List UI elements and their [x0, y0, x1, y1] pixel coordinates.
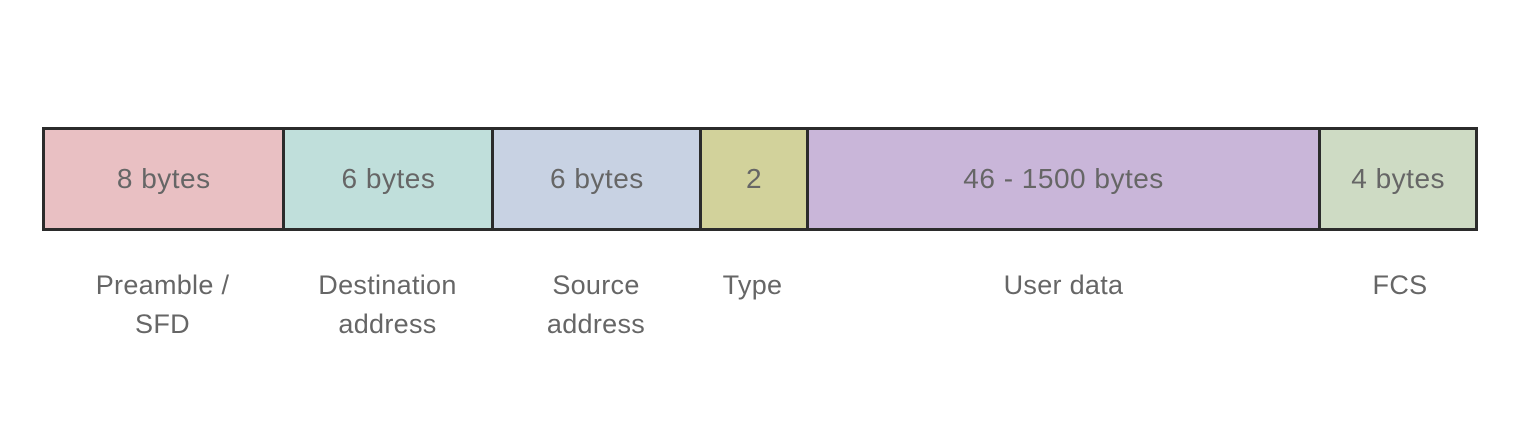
segment-source-address: 6 bytes [494, 130, 703, 228]
segment-size-user-data: 46 - 1500 bytes [963, 163, 1164, 194]
frame-bar: 8 bytes 6 bytes 6 bytes 2 46 - 1500 byte… [42, 127, 1478, 231]
segment-preamble-sfd: 8 bytes [45, 130, 286, 228]
segment-label-destination-address: Destination address [318, 270, 457, 340]
segment-destination-address: 6 bytes [285, 130, 495, 228]
segment-size-type: 2 [746, 163, 763, 194]
frame-labels-row: Preamble / SFD Destination address Sourc… [42, 258, 1478, 344]
segment-label-type: Type [722, 270, 783, 300]
segment-size-preamble-sfd: 8 bytes [116, 163, 211, 194]
segment-label-preamble-sfd: Preamble / SFD [95, 270, 230, 340]
segment-label-fcs: FCS [1372, 270, 1428, 300]
segment-label-user-data: User data [1003, 270, 1124, 300]
segment-size-fcs: 4 bytes [1351, 163, 1446, 194]
segment-fcs: 4 bytes [1321, 130, 1475, 228]
segment-size-destination-address: 6 bytes [341, 163, 436, 194]
segment-type: 2 [702, 130, 809, 228]
segment-user-data: 46 - 1500 bytes [808, 130, 1322, 228]
segment-label-source-address: Source address [546, 270, 646, 340]
segment-size-source-address: 6 bytes [549, 163, 644, 194]
